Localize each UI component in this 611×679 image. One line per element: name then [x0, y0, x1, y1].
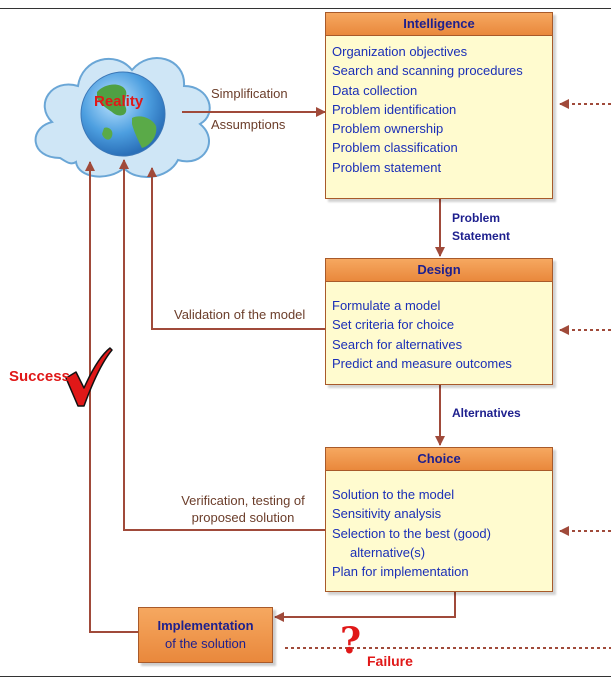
validation-arrow: [147, 167, 325, 330]
success-arrow: [85, 161, 138, 633]
intelligence-item: Organization objectives: [332, 44, 468, 59]
design-item: Set criteria for choice: [332, 317, 455, 333]
design-title: Design: [326, 259, 552, 282]
assumptions-label: Assumptions: [211, 117, 286, 132]
intelligence-item: Problem classification: [332, 140, 458, 156]
choice-item: Plan for implementation: [332, 564, 469, 580]
simplification-label: Simplification: [211, 86, 288, 101]
implementation-subtitle: of the solution: [165, 636, 246, 651]
choice-items: Solution to the model Sensitivity analys…: [326, 471, 552, 581]
intelligence-item: Problem statement: [332, 159, 442, 175]
design-item: Predict and measure outcomes: [332, 355, 512, 371]
failure-label: Failure: [367, 653, 413, 669]
checkmark-icon: [65, 347, 113, 407]
success-label: Success: [9, 368, 70, 385]
alternatives-label: Alternatives: [452, 406, 521, 420]
choice-item: alternative(s): [350, 544, 426, 560]
question-mark-icon: ?: [340, 620, 362, 662]
choice-item: Solution to the model: [332, 487, 455, 502]
intelligence-box: Intelligence Organization objectives Sea…: [325, 12, 553, 199]
design-items: Formulate a model Set criteria for choic…: [326, 282, 552, 373]
choice-item: Sensitivity analysis: [332, 506, 442, 522]
intelligence-item: Problem ownership: [332, 121, 444, 137]
problem-statement-label-2: Statement: [452, 229, 511, 243]
implementation-arrow: [274, 591, 456, 622]
globe-icon: [80, 71, 166, 157]
design-item: Formulate a model: [332, 298, 441, 313]
design-item: Search for alternatives: [332, 336, 463, 352]
validation-label: Validation of the model: [174, 307, 306, 322]
reality-label: Reality: [94, 93, 144, 110]
intelligence-title: Intelligence: [326, 13, 552, 36]
choice-box: Choice Solution to the model Sensitivity…: [325, 447, 553, 592]
verification-label-2: proposed solution: [191, 510, 295, 525]
choice-title: Choice: [326, 448, 552, 471]
problem-statement-label-1: Problem: [452, 211, 501, 225]
intelligence-items: Organization objectives Search and scann…: [326, 36, 552, 177]
intelligence-item: Problem identification: [332, 101, 457, 117]
verification-arrow: [119, 159, 325, 531]
design-box: Design Formulate a model Set criteria fo…: [325, 258, 553, 385]
intelligence-item: Search and scanning procedures: [332, 63, 523, 79]
intelligence-item: Data collection: [332, 82, 418, 98]
verification-label-1: Verification, testing of: [181, 493, 305, 508]
implementation-title: Implementation: [157, 618, 254, 633]
choice-item: Selection to the best (good): [332, 525, 491, 541]
implementation-box: Implementation of the solution: [138, 607, 273, 663]
